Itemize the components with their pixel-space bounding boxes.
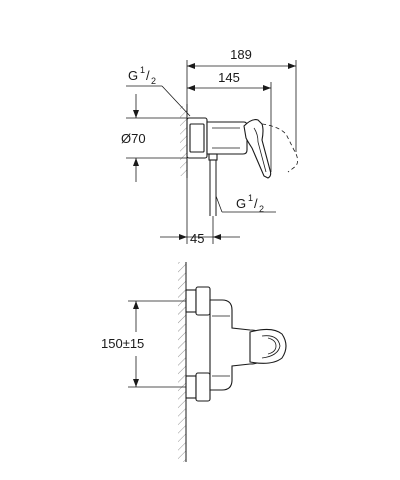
leader-inlet-diagonal <box>161 85 191 117</box>
thread-label-outlet: G 1 / 2 <box>236 193 264 214</box>
front-view: 150±15 <box>101 262 287 462</box>
dim-150-label: 150±15 <box>101 336 144 351</box>
upper-inlet-nut <box>185 289 197 313</box>
dim-45-label: 45 <box>190 231 204 246</box>
side-view: 189 145 G 1 / 2 Ø70 G 1 / 2 <box>121 47 298 246</box>
lever-detail <box>253 127 267 173</box>
svg-text:G: G <box>128 68 138 83</box>
handle-cap-detail <box>261 335 281 359</box>
wall-section-bottom <box>178 262 186 462</box>
lower-inlet-nut <box>185 375 197 399</box>
lower-escutcheon <box>195 372 211 402</box>
mixer-body-side <box>206 121 248 155</box>
upper-escutcheon <box>195 286 211 316</box>
thread-label-inlet: G 1 / 2 <box>128 65 156 86</box>
wall-section-top <box>180 106 187 176</box>
svg-text:2: 2 <box>259 204 264 214</box>
leader-outlet-diagonal <box>215 195 223 213</box>
lever-swing-path <box>261 123 298 173</box>
dim-189-label: 189 <box>230 47 252 62</box>
dim-diameter-label: Ø70 <box>121 131 146 146</box>
handle-cap <box>249 328 287 364</box>
svg-text:G: G <box>236 196 246 211</box>
svg-text:1: 1 <box>248 193 253 203</box>
outlet-nipple <box>208 153 218 161</box>
svg-text:/: / <box>146 68 150 83</box>
dim-145-label: 145 <box>218 70 240 85</box>
svg-text:/: / <box>254 196 258 211</box>
svg-text:1: 1 <box>140 65 145 75</box>
handle-cap-detail-2 <box>267 337 277 355</box>
svg-text:2: 2 <box>151 76 156 86</box>
escutcheon-inner <box>189 123 205 153</box>
lever-handle <box>243 119 272 179</box>
